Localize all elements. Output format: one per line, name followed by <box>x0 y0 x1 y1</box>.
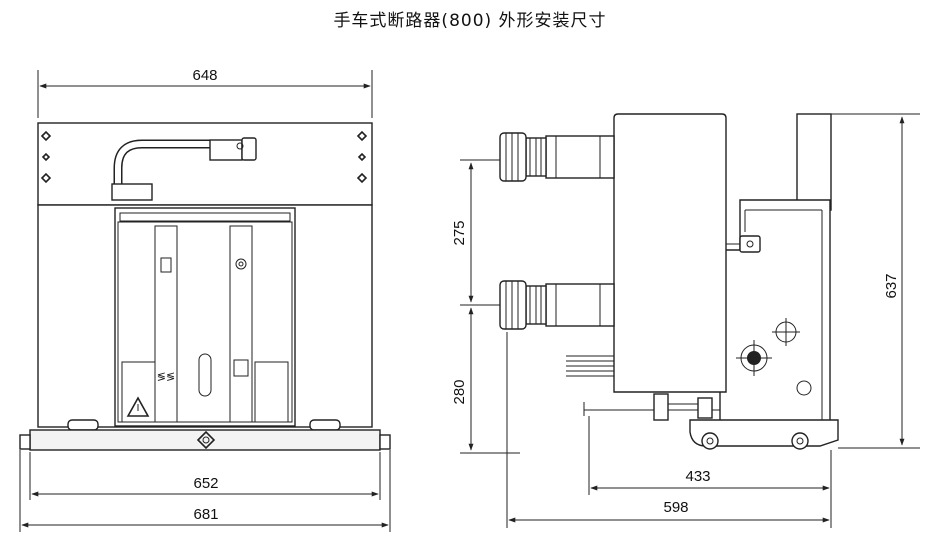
front-view: 648 ≶≶ <box>19 67 391 532</box>
dim-label-637: 637 <box>883 273 900 298</box>
dim-depth-total: 598 <box>506 332 830 528</box>
left-pole: ≶≶ <box>121 225 178 423</box>
dim-label-280: 280 <box>451 379 468 404</box>
dim-top-width: 648 <box>37 67 373 118</box>
dim-label-648: 648 <box>192 67 217 84</box>
diagram-title: 手车式断路器(800) 外形安装尺寸 <box>333 11 607 31</box>
lower-linkage <box>583 393 720 421</box>
dim-total-height: 637 <box>831 113 920 449</box>
rear-wheel <box>791 432 809 450</box>
lower-terminal <box>499 280 615 330</box>
dim-label-598: 598 <box>663 499 688 516</box>
dim-lower-terminal-height: 280 <box>451 307 520 454</box>
side-view: 275 280 637 433 598 <box>451 113 920 528</box>
inner-cabinet <box>114 207 296 427</box>
cable-assembly <box>111 137 257 201</box>
chassis <box>719 199 831 431</box>
dim-terminal-spacing: 275 <box>451 159 500 306</box>
operating-slot <box>198 353 212 397</box>
rear-plate <box>796 113 832 211</box>
dim-label-652: 652 <box>193 475 218 492</box>
indicator-circle <box>796 380 812 396</box>
warning-triangle-icon <box>126 396 150 417</box>
grounding-symbol-icon <box>196 430 216 450</box>
dim-label-275: 275 <box>451 220 468 245</box>
dim-base-width: 652 <box>29 452 381 500</box>
cable-bundle <box>566 355 614 377</box>
dim-depth-inner: 433 <box>588 416 832 528</box>
mechanism-crosshair <box>772 318 800 346</box>
mechanism-drive <box>736 340 772 376</box>
panel-bolts <box>40 130 368 184</box>
right-pole <box>229 225 289 423</box>
front-wheel <box>701 432 719 450</box>
upper-panel <box>37 122 373 206</box>
dim-total-width: 681 <box>19 450 391 532</box>
svg-text:≶≶: ≶≶ <box>157 370 175 383</box>
dim-label-433: 433 <box>685 468 710 485</box>
dim-label-681: 681 <box>193 506 218 523</box>
upper-terminal <box>499 132 615 182</box>
pole-cylinder <box>613 113 727 393</box>
